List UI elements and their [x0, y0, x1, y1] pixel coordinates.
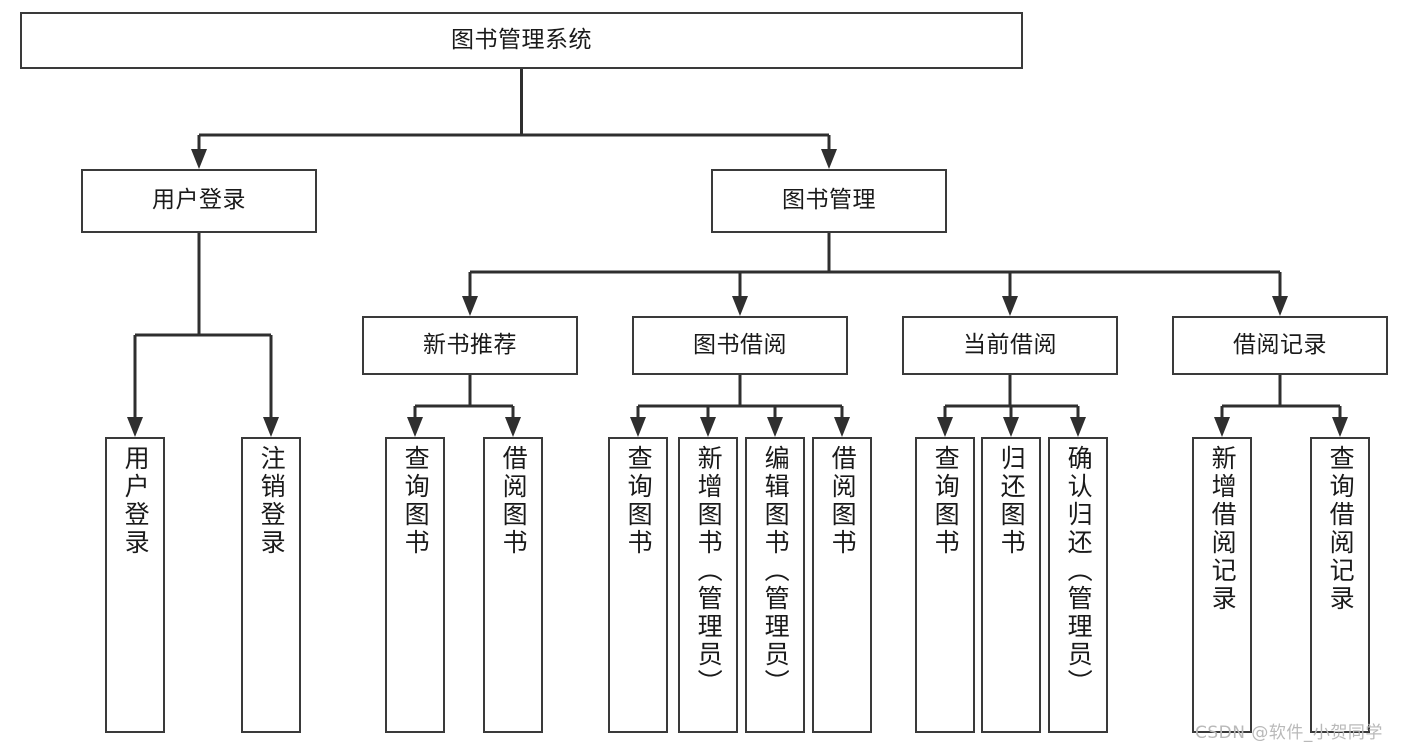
- arrowhead-icon: [1003, 417, 1019, 437]
- arrowhead-icon: [937, 417, 953, 437]
- node-leaf-bb-borrow[interactable]: 借阅图书: [812, 437, 872, 733]
- node-label: 归还图书: [997, 445, 1027, 557]
- node-loan-record[interactable]: 借阅记录: [1172, 316, 1388, 375]
- arrowhead-icon: [191, 149, 207, 169]
- node-label: 图书管理: [782, 187, 876, 214]
- arrowhead-icon: [700, 417, 716, 437]
- node-label: 查询图书: [931, 445, 961, 557]
- node-label: 用户登录: [121, 445, 151, 557]
- node-root[interactable]: 图书管理系统: [20, 12, 1023, 69]
- arrowhead-icon: [1070, 417, 1086, 437]
- node-user-login[interactable]: 用户登录: [81, 169, 317, 233]
- node-leaf-rec-borrow[interactable]: 借阅图书: [483, 437, 543, 733]
- arrowhead-icon: [834, 417, 850, 437]
- node-label: 查询借阅记录: [1326, 445, 1356, 613]
- node-label: 确认归还（管理员）: [1064, 445, 1094, 697]
- arrowhead-icon: [732, 296, 748, 316]
- node-label: 图书管理系统: [451, 26, 592, 53]
- node-new-book-rec[interactable]: 新书推荐: [362, 316, 578, 375]
- node-label: 新增图书（管理员）: [694, 445, 724, 697]
- arrowhead-icon: [1214, 417, 1230, 437]
- node-leaf-lr-query[interactable]: 查询借阅记录: [1310, 437, 1370, 733]
- arrowhead-icon: [1332, 417, 1348, 437]
- node-label: 借阅图书: [828, 445, 858, 557]
- node-label: 新书推荐: [423, 331, 517, 358]
- node-label: 当前借阅: [963, 331, 1057, 358]
- node-current-loan[interactable]: 当前借阅: [902, 316, 1118, 375]
- node-label: 注销登录: [257, 445, 287, 557]
- arrowhead-icon: [821, 149, 837, 169]
- watermark: CSDN @软件_小贺同学: [1195, 723, 1383, 743]
- arrowhead-icon: [462, 296, 478, 316]
- arrowhead-icon: [127, 417, 143, 437]
- arrowhead-icon: [630, 417, 646, 437]
- node-label: 借阅记录: [1233, 331, 1327, 358]
- node-book-borrow[interactable]: 图书借阅: [632, 316, 848, 375]
- arrowhead-icon: [1002, 296, 1018, 316]
- node-leaf-bb-edit[interactable]: 编辑图书（管理员）: [745, 437, 805, 733]
- node-leaf-bb-query[interactable]: 查询图书: [608, 437, 668, 733]
- node-leaf-cl-confirm[interactable]: 确认归还（管理员）: [1048, 437, 1108, 733]
- node-leaf-user-login[interactable]: 用户登录: [105, 437, 165, 733]
- node-leaf-cl-return[interactable]: 归还图书: [981, 437, 1041, 733]
- arrowhead-icon: [407, 417, 423, 437]
- node-label: 图书借阅: [693, 331, 787, 358]
- node-label: 编辑图书（管理员）: [761, 445, 791, 697]
- node-label: 借阅图书: [499, 445, 529, 557]
- node-label: 查询图书: [401, 445, 431, 557]
- node-label: 新增借阅记录: [1208, 445, 1238, 613]
- arrowhead-icon: [1272, 296, 1288, 316]
- node-leaf-rec-query[interactable]: 查询图书: [385, 437, 445, 733]
- node-leaf-user-logout[interactable]: 注销登录: [241, 437, 301, 733]
- arrowhead-icon: [263, 417, 279, 437]
- node-label: 查询图书: [624, 445, 654, 557]
- node-book-mgmt[interactable]: 图书管理: [711, 169, 947, 233]
- arrowhead-icon: [767, 417, 783, 437]
- arrowhead-icon: [505, 417, 521, 437]
- node-leaf-bb-add[interactable]: 新增图书（管理员）: [678, 437, 738, 733]
- node-label: 用户登录: [152, 187, 246, 214]
- node-leaf-cl-query[interactable]: 查询图书: [915, 437, 975, 733]
- node-leaf-lr-add[interactable]: 新增借阅记录: [1192, 437, 1252, 733]
